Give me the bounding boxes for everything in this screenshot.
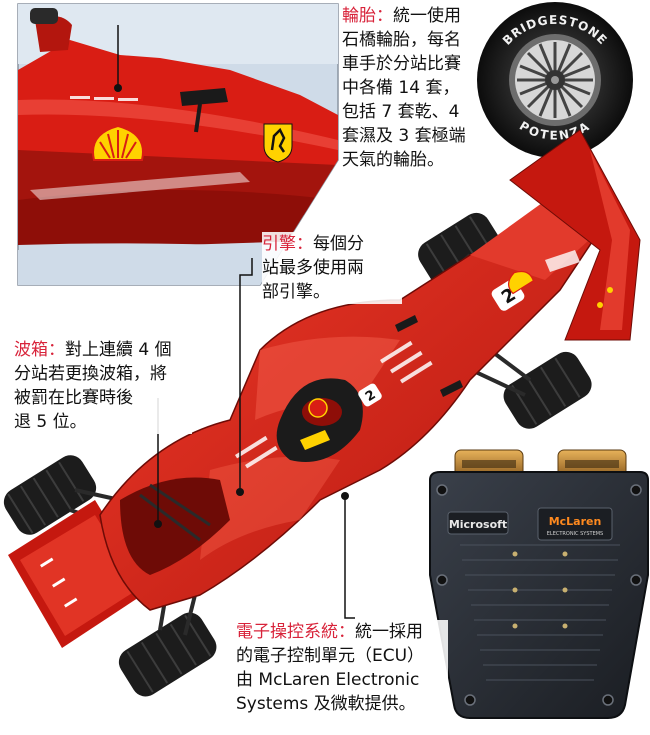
rear-right-tyre — [118, 612, 217, 697]
gearbox-line-1: 分站若更換波箱，將 — [14, 364, 167, 384]
shell-logo-car — [507, 270, 535, 295]
front-left-tyre — [418, 212, 501, 286]
tyres-line-4: 包括 7 套乾、4 — [342, 102, 460, 122]
ecu-line-2: 由 McLaren Electronic — [236, 670, 420, 690]
ferrari-shield-logo — [263, 123, 293, 163]
cockpit — [276, 378, 363, 462]
tyres-line-0: 統一使用 — [393, 6, 461, 26]
ecu-heading: 電子操控系統： — [236, 622, 355, 642]
ecu-unit: Microsoft McLaren ELECTRONIC SYSTEMS — [429, 449, 649, 719]
f1-car-topdown: 2 2 — [3, 129, 641, 697]
engine-line-2: 部引擎。 — [262, 282, 330, 302]
ecu-mclaren-label: McLaren — [549, 515, 602, 528]
tyres-heading: 輪胎： — [342, 6, 393, 26]
engine-line-1: 站最多使用兩 — [262, 258, 364, 278]
ecu-line-3: Systems 及微軟提供。 — [236, 694, 416, 714]
gearbox-line-2: 被罰在比賽時後 — [14, 388, 133, 408]
tyres-line-2: 車手於分站比賽 — [342, 54, 461, 74]
engine-leader — [236, 258, 253, 496]
rear-left-tyre — [3, 455, 97, 535]
tyres-line-5: 套濕及 3 套極端 — [342, 126, 466, 146]
engine-heading: 引擎： — [262, 234, 313, 254]
front-wing — [509, 129, 641, 341]
tyres-line-3: 中各備 14 套， — [342, 78, 460, 98]
engine-line-0: 每個分 — [313, 234, 364, 254]
engine-annotation: 引擎：每個分 站最多使用兩 部引擎。 — [262, 232, 402, 304]
ecu-line-1: 的電子控制單元（ECU） — [236, 646, 425, 666]
gearbox-heading: 波箱： — [14, 340, 65, 360]
tyres-annotation: 輪胎：統一使用 石橋輪胎，每名 車手於分站比賽 中各備 14 套， 包括 7 套… — [342, 4, 490, 172]
gearbox-line-3: 退 5 位。 — [14, 412, 87, 432]
tyres-line-1: 石橋輪胎，每名 — [342, 30, 461, 50]
gearbox-annotation: 波箱：對上連續 4 個 分站若更換波箱，將 被罰在比賽時後 退 5 位。 — [14, 338, 192, 434]
tyres-line-6: 天氣的輪胎。 — [342, 150, 444, 170]
ecu-mclaren-sub-label: ELECTRONIC SYSTEMS — [547, 531, 603, 537]
ecu-line-0: 統一採用 — [355, 622, 423, 642]
gearbox-line-0: 對上連續 4 個 — [65, 340, 172, 360]
ecu-microsoft-label: Microsoft — [449, 518, 507, 531]
sidepod-closeup-inset — [17, 3, 339, 286]
ecu-annotation: 電子操控系統：統一採用 的電子控制單元（ECU） 由 McLaren Elect… — [236, 620, 448, 716]
shell-logo — [92, 124, 144, 161]
ecu-leader — [341, 492, 355, 619]
bridgestone-tyre: BRIDGESTONE POTENZA — [477, 2, 633, 158]
